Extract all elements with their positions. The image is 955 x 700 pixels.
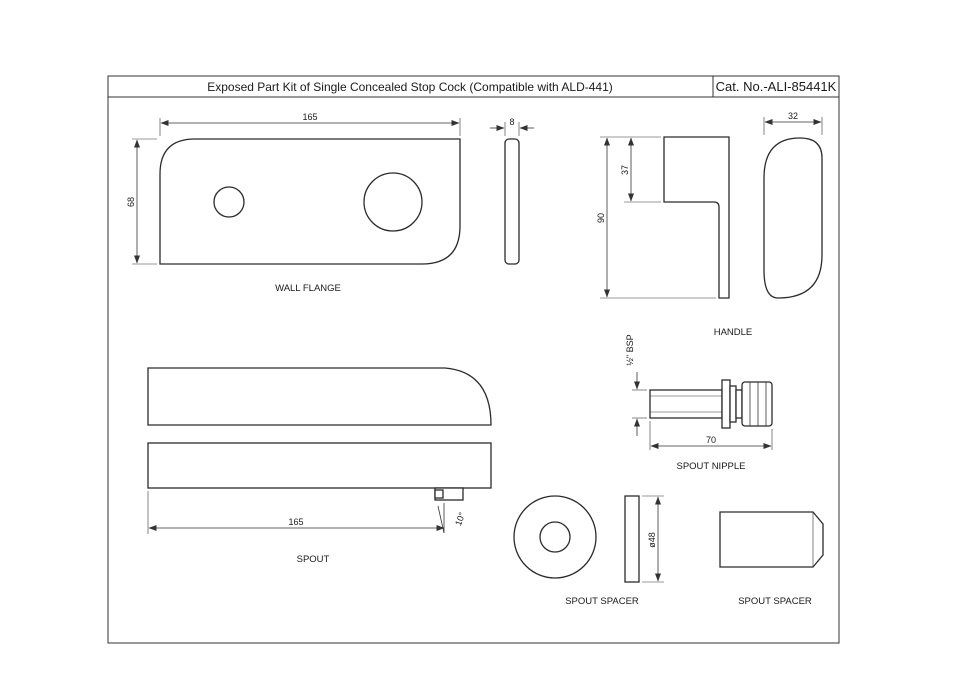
spout-spacer-side-group: SPOUT SPACER (719, 511, 824, 607)
handle-width-dim: 32 (788, 111, 798, 121)
spout-nipple-label: SPOUT NIPPLE (677, 461, 746, 472)
spout-spacer-diameter-dim: ø48 (647, 532, 657, 548)
catalog-number: Cat. No.-ALI-85441K (716, 79, 837, 94)
handle-group: 90 37 32 HANDLE (596, 111, 823, 338)
spout-group: 165 10° SPOUT (147, 367, 492, 565)
spout-angle-dim: 10° (453, 510, 467, 527)
wall-flange-group: 165 68 8 WALL FLANGE (126, 112, 534, 294)
spout-nipple-length-dim: 70 (706, 435, 716, 445)
wall-flange-front (159, 138, 461, 265)
wall-flange-small-hole (213, 186, 245, 218)
wall-flange-large-hole (363, 172, 423, 232)
spout-nipple-step (729, 385, 737, 423)
handle-front (763, 137, 823, 299)
spout-spacer-side-label: SPOUT SPACER (738, 596, 812, 607)
spout-spacer-block (719, 511, 824, 568)
handle-height-dim: 90 (596, 213, 606, 223)
handle-upper-dim: 37 (620, 165, 630, 175)
drawing-title: Exposed Part Kit of Single Concealed Sto… (207, 80, 613, 94)
spout-nipple-thread (741, 381, 773, 427)
spout-side-view (147, 442, 492, 489)
wall-flange-height-dim: 68 (126, 197, 136, 207)
spout-label: SPOUT (297, 554, 330, 565)
wall-flange-thickness-dim: 8 (509, 117, 514, 127)
drawing-frame (107, 75, 840, 644)
spout-nipple-group: ½" BSP 70 SPOUT NIPPLE (625, 334, 773, 472)
spout-nipple-body (649, 389, 723, 419)
handle-side (663, 136, 730, 299)
wall-flange-width-dim: 165 (302, 112, 317, 122)
spout-spacer-side (624, 495, 640, 583)
spout-nipple-collar (721, 379, 731, 429)
spout-spacer-round-group: ø48 SPOUT SPACER (513, 495, 664, 607)
spout-spacer-label: SPOUT SPACER (565, 596, 639, 607)
handle-label: HANDLE (714, 327, 753, 338)
spout-length-dim: 165 (288, 517, 303, 527)
spout-spacer-bore (539, 521, 571, 553)
wall-flange-label: WALL FLANGE (275, 283, 341, 294)
spout-top-view (147, 367, 492, 426)
wall-flange-side (504, 138, 520, 265)
spout-nipple-thread-dim: ½" BSP (625, 334, 635, 365)
